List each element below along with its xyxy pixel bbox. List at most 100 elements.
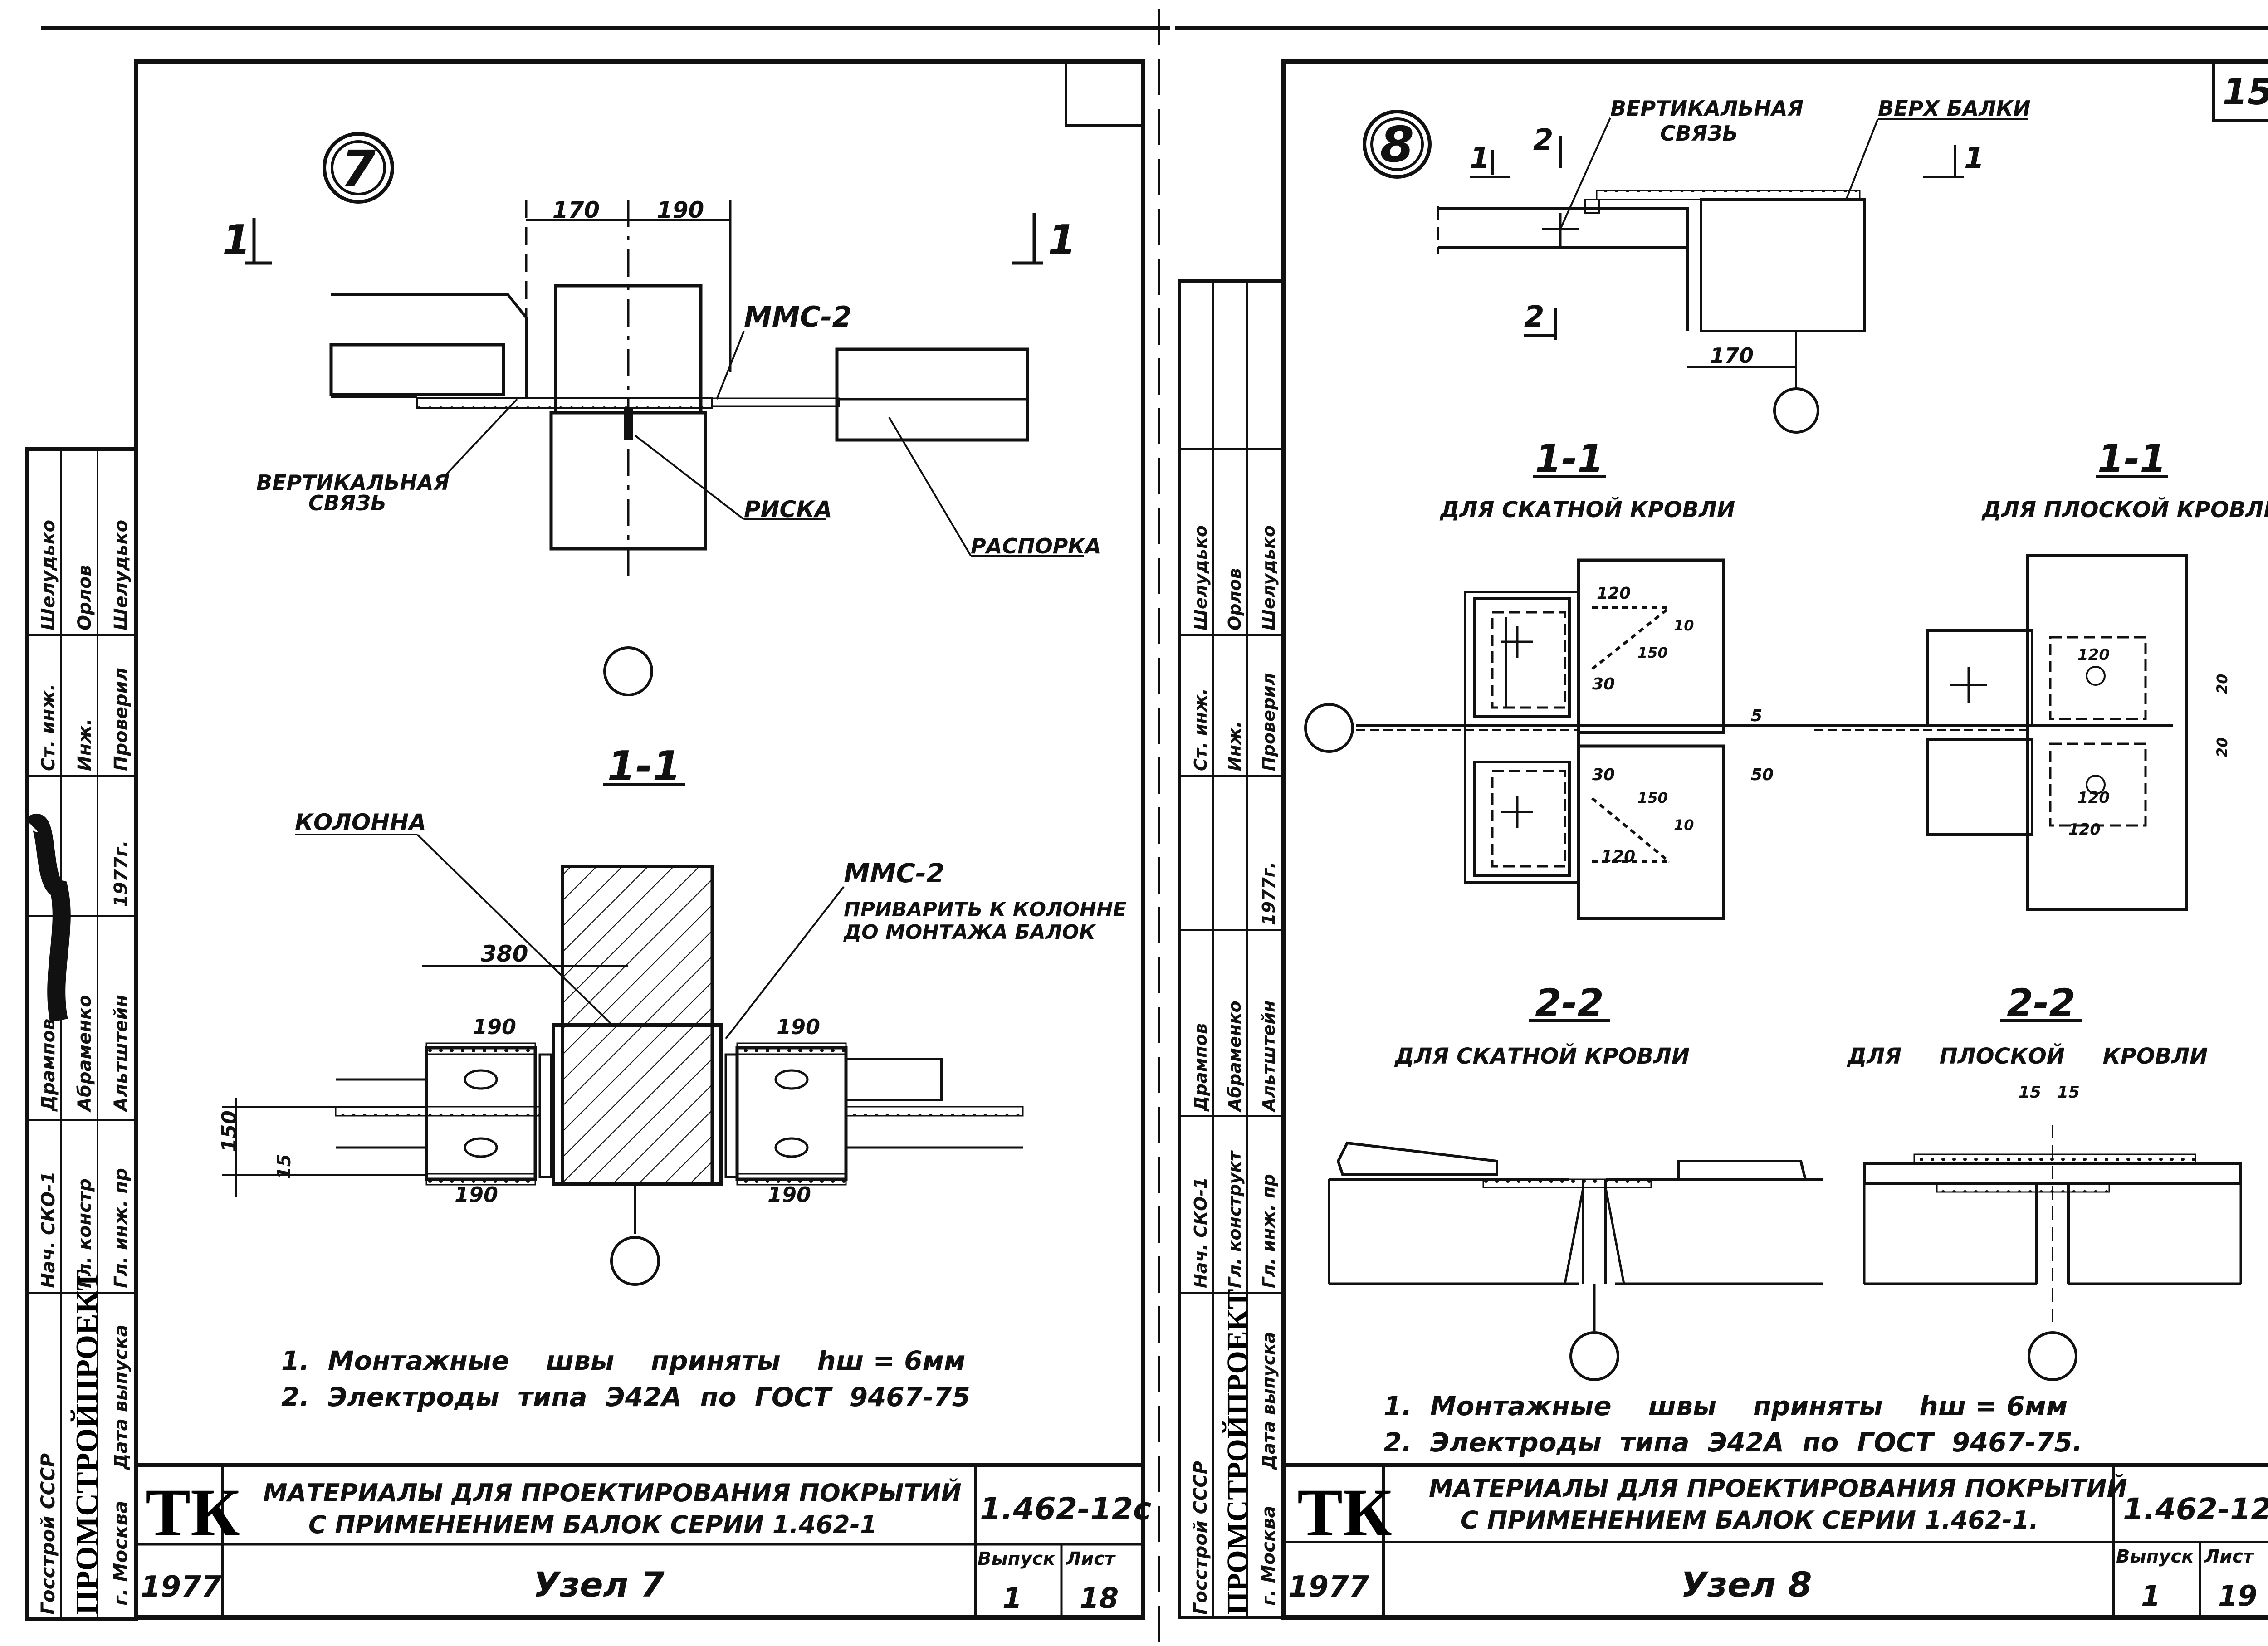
section-mark-1-right: 1 bbox=[1048, 216, 1076, 264]
side-stamp-left: Нач. СКО-1 Гл. констр Гл. инж. пр Дрампо… bbox=[25, 447, 138, 1621]
dim-15: 15 bbox=[274, 1154, 295, 1179]
org-r-name-3: г. Москва bbox=[1258, 1506, 1279, 1606]
dim-150: 150 bbox=[218, 1110, 241, 1152]
section-mark-8-1a: 1 bbox=[1470, 142, 1490, 175]
stamp-name-1: Дрампов bbox=[38, 1019, 59, 1112]
section-8-1-1-flat: 120 20 20 120 120 bbox=[1814, 554, 2231, 911]
dim-8-150b: 150 bbox=[1637, 789, 1668, 806]
stamp-r-role2-2: Инж. bbox=[1225, 721, 1245, 771]
section-mark-8-2a: 2 bbox=[1533, 123, 1554, 157]
vypusk-label-left: Выпуск bbox=[978, 1548, 1056, 1569]
note-2-left: 2. Электроды типа Э42А по ГОСТ 9467-75 bbox=[281, 1382, 970, 1412]
org-name-3: г. Москва bbox=[109, 1501, 132, 1606]
node-7-number: 7 bbox=[341, 140, 376, 198]
stamp-role-2: Гл. констр bbox=[74, 1178, 95, 1288]
stamp-name-3: Альтштейн bbox=[111, 995, 132, 1113]
section-mark-8-2b: 2 bbox=[1524, 300, 1545, 334]
sec11-left-sub: ДЛЯ СКАТНОЙ КРОВЛИ bbox=[1439, 497, 1735, 523]
stamp-name2-2: Орлов bbox=[74, 565, 95, 630]
sec22-right-sub: ДЛЯ ПЛОСКОЙ КРОВЛИ bbox=[1847, 1043, 2208, 1069]
tk-logo: ТК bbox=[145, 1475, 240, 1550]
node-right: Узел 8 bbox=[1681, 1564, 1812, 1605]
dim-8-15a: 15 bbox=[2019, 1083, 2041, 1102]
dim-8-30a: 30 bbox=[1592, 675, 1615, 694]
stamp-year-small: 1977г. bbox=[111, 840, 132, 907]
sec11-right-sub: ДЛЯ ПЛОСКОЙ КРОВЛИ bbox=[1981, 497, 2268, 523]
vypusk-label-right: Выпуск bbox=[2116, 1546, 2194, 1567]
section-title-1-1: 1-1 bbox=[607, 742, 681, 790]
stamp-role-3: Гл. инж. пр bbox=[111, 1168, 132, 1288]
stamp-role-1: Нач. СКО-1 bbox=[38, 1171, 59, 1288]
stamp-role2-3: Проверил bbox=[111, 668, 132, 771]
page-number: 15 bbox=[2222, 71, 2268, 113]
dim-8-150a: 150 bbox=[1637, 644, 1668, 661]
section-mark-8-1b: 1 bbox=[1964, 142, 1984, 175]
stamp-r-name-1: Дрампов bbox=[1191, 1023, 1211, 1112]
dim-170-8: 170 bbox=[1710, 343, 1754, 368]
stamp-role-4: Дата выпуска bbox=[111, 1324, 132, 1470]
stamp-r-name2-1: Шелудько bbox=[1191, 525, 1211, 630]
list-label-right: Лист bbox=[2204, 1546, 2255, 1567]
label-mms2-note-1: ММС-2 bbox=[844, 858, 944, 889]
label-mms2-note-2: ПРИВАРИТЬ К КОЛОННЕ bbox=[844, 898, 1127, 921]
dim-8-120c: 120 bbox=[2077, 646, 2110, 664]
sheet-right: 15 8 ВЕРТИКАЛЬНАЯ СВЯЗЬ ВЕРХ БАЛКИ 1 1 bbox=[1175, 26, 2268, 1620]
stamp-r-role2-1: Ст. инж. bbox=[1191, 688, 1211, 771]
stamp-r-name2-2: Орлов bbox=[1225, 568, 1245, 631]
note-1-right: 1. Монтажные швы приняты hш = 6мм bbox=[1383, 1391, 2068, 1421]
title-left-1: МАТЕРИАЛЫ ДЛЯ ПРОЕКТИРОВАНИЯ ПОКРЫТИЙ bbox=[263, 1479, 962, 1507]
stamp-name-2: Абраменко bbox=[74, 995, 95, 1113]
label-riska: РИСКА bbox=[744, 496, 832, 523]
label-mms2-note-3: ДО МОНТАЖА БАЛОК bbox=[843, 921, 1096, 944]
dim-190-a: 190 bbox=[473, 1015, 516, 1039]
vypusk-right: 1 bbox=[2141, 1579, 2160, 1612]
dim-190-b: 190 bbox=[777, 1015, 820, 1039]
sec22-left-title: 2-2 bbox=[1535, 981, 1604, 1025]
dim-8-120e: 120 bbox=[2068, 821, 2101, 839]
section-8-2-2-flat: 15 15 bbox=[1863, 1083, 2242, 1381]
label-kolonna: КОЛОННА bbox=[295, 809, 426, 835]
dim-190-c: 190 bbox=[455, 1182, 498, 1207]
stamp-r-year-small: 1977г. bbox=[1259, 862, 1279, 925]
code-left: 1.462-12с bbox=[980, 1491, 1151, 1527]
label-verh-balki: ВЕРХ БАЛКИ bbox=[1878, 96, 2031, 121]
plan-view-7: 170 190 1 1 ММС-2 ВЕРТИКАЛЬНАЯ СВЯЗЬ bbox=[222, 197, 1101, 696]
section-8-2-2-sloped bbox=[1328, 1141, 1823, 1381]
note-1-left: 1. Монтажные швы приняты hш = 6мм bbox=[281, 1345, 965, 1376]
list-right: 19 bbox=[2218, 1579, 2257, 1612]
title-block-left: ТК 1977 МАТЕРИАЛЫ ДЛЯ ПРОЕКТИРОВАНИЯ ПОК… bbox=[134, 1463, 1151, 1619]
dim-8-10a: 10 bbox=[1674, 617, 1694, 634]
list-label-left: Лист bbox=[1066, 1548, 1116, 1569]
org-name-1: Госстрой СССР bbox=[37, 1453, 59, 1615]
stamp-name2-3: Шелудько bbox=[111, 520, 132, 630]
dim-190: 190 bbox=[657, 197, 704, 223]
sec22-right-title: 2-2 bbox=[2007, 981, 2076, 1025]
section-8-1-1-sloped: 120 10 30 150 5 50 30 150 10 120 bbox=[1304, 558, 1910, 920]
sec22-left-sub: ДЛЯ СКАТНОЙ КРОВЛИ bbox=[1394, 1043, 1690, 1069]
title-left-2: С ПРИМЕНЕНИЕМ БАЛОК СЕРИИ 1.462-1 bbox=[308, 1510, 877, 1539]
stamp-r-role2-3: Проверил bbox=[1259, 673, 1279, 771]
label-vert-svyaz-8-2: СВЯЗЬ bbox=[1660, 121, 1738, 146]
org-name-2: ПРОМСТРОЙПРОЕКТ bbox=[70, 1270, 105, 1615]
org-r-name-2: ПРОМСТРОЙПРОЕКТ bbox=[1221, 1289, 1254, 1615]
label-vert-svyaz-2: СВЯЗЬ bbox=[308, 491, 386, 515]
title-block-right: ТК 1977 МАТЕРИАЛЫ ДЛЯ ПРОЕКТИРОВАНИЯ ПОК… bbox=[1282, 1463, 2268, 1619]
dim-8-10b: 10 bbox=[1674, 816, 1694, 834]
stamp-r-role-2: Гл. конструкт bbox=[1225, 1150, 1245, 1288]
title-right-1: МАТЕРИАЛЫ ДЛЯ ПРОЕКТИРОВАНИЯ ПОКРЫТИЙ bbox=[1429, 1474, 2127, 1503]
dim-8-5: 5 bbox=[1751, 707, 1762, 725]
stamp-r-name-2: Абраменко bbox=[1225, 1001, 1245, 1113]
list-left: 18 bbox=[1080, 1582, 1119, 1615]
sec11-right-title: 1-1 bbox=[2097, 436, 2166, 481]
year-right: 1977 bbox=[1288, 1570, 1369, 1604]
dim-170: 170 bbox=[552, 197, 600, 223]
stamp-r-name2-3: Шелудько bbox=[1259, 525, 1279, 630]
sheet-right-frame bbox=[1281, 59, 2268, 1620]
dim-8-20a: 20 bbox=[2214, 674, 2231, 694]
sheet-left: 7 170 190 1 1 ММ bbox=[25, 26, 1170, 1621]
tk-logo-right: ТК bbox=[1297, 1475, 1392, 1550]
stamp-r-role-4: Дата выпуска bbox=[1259, 1332, 1279, 1470]
dim-8-120b: 120 bbox=[1601, 847, 1635, 866]
vypusk-left: 1 bbox=[1002, 1582, 1022, 1615]
